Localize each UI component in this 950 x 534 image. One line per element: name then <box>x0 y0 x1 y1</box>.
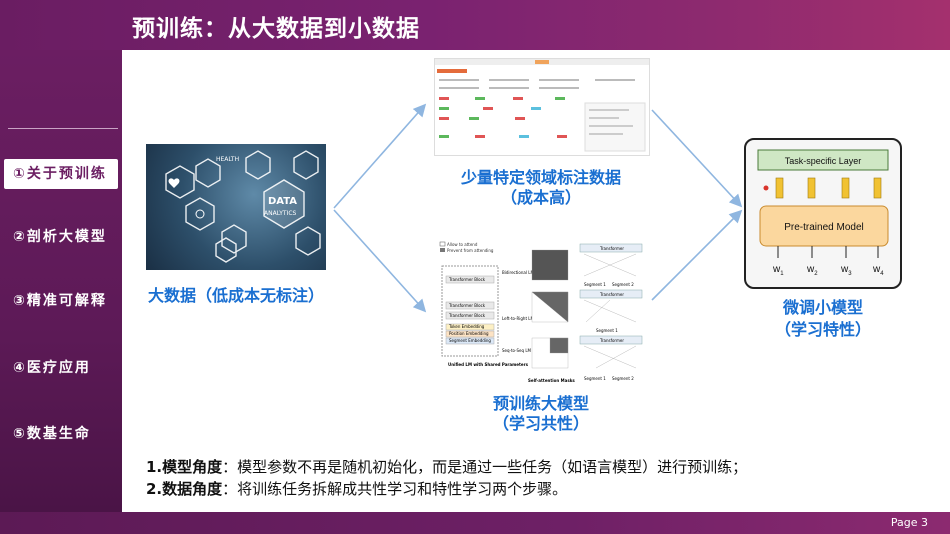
slide-content: HEALTH DATA ANALYTICS 大数据（低成本无标注） <box>122 50 950 512</box>
svg-text:Segment 2: Segment 2 <box>612 376 634 381</box>
page-number: Page 3 <box>890 516 928 529</box>
bottom-line-1: 1.模型角度：模型参数不再是随机初始化，而是通过一些任务（如语言模型）进行预训练… <box>146 456 747 477</box>
svg-text:Transformer: Transformer <box>599 246 624 251</box>
svg-text:Allow to attend: Allow to attend <box>447 242 478 247</box>
svg-text:w2: w2 <box>806 264 818 277</box>
people-icon <box>195 209 205 219</box>
svg-text:Token Embedding: Token Embedding <box>448 324 485 329</box>
finetune-caption-line2: （学习特性） <box>774 320 871 339</box>
pretrained-model-block <box>759 205 889 247</box>
svg-text:Transformer: Transformer <box>599 292 624 297</box>
svg-text:Unified LM with Shared Paramet: Unified LM with Shared Parameters <box>448 362 529 367</box>
svg-text:w1: w1 <box>772 264 784 277</box>
pretrain-diagram: Allow to attend Prevent from attending T… <box>436 240 648 386</box>
svg-text:Task-specific Layer: Task-specific Layer <box>785 156 862 166</box>
big-data-image: HEALTH DATA ANALYTICS <box>146 144 326 270</box>
slide-footer: Page 3 <box>0 512 950 534</box>
hex-label-health: HEALTH <box>216 156 239 163</box>
svg-text:w4: w4 <box>872 264 884 277</box>
nav-item-pretraining[interactable]: ①关于预训练 <box>4 159 118 189</box>
svg-text:Transformer: Transformer <box>599 338 624 343</box>
svg-text:Pre-trained Model: Pre-trained Model <box>784 222 863 233</box>
task-specific-layer <box>757 149 889 171</box>
svg-text:Segment 1: Segment 1 <box>584 282 606 287</box>
svg-text:Segment 2: Segment 2 <box>612 282 634 287</box>
arrow-pretrain-to-finetune <box>651 209 743 301</box>
bottom-line-2: 2.数据角度：将训练任务拆解成共性学习和特性学习两个步骤。 <box>146 478 567 499</box>
slide-header: 预训练：从大数据到小数据 <box>0 0 950 50</box>
big-data-caption: 大数据（低成本无标注） <box>147 286 324 305</box>
svg-text:Position Embedding: Position Embedding <box>449 331 489 336</box>
svg-text:Segment Embedding: Segment Embedding <box>449 338 491 343</box>
svg-text:Transformer Block: Transformer Block <box>448 313 486 318</box>
sidebar-nav: ①关于预训练 ②剖析大模型 ③精准可解释 ④医疗应用 ⑤数基生命 <box>0 50 122 512</box>
arrow-bigdata-to-pretrain <box>333 209 427 313</box>
flow-arrows <box>333 103 743 313</box>
svg-text:Seq-to-Seq LM: Seq-to-Seq LM <box>502 348 532 353</box>
svg-text:Transformer Block: Transformer Block <box>448 277 486 282</box>
pretrain-caption-line1: 预训练大模型 <box>492 394 589 413</box>
nav-item-life[interactable]: ⑤数基生命 <box>13 426 91 442</box>
bottom-line-2-bold: 2.数据角度 <box>146 480 223 498</box>
finetune-caption-line1: 微调小模型 <box>782 298 863 317</box>
svg-text:Prevent from attending: Prevent from attending <box>447 248 494 253</box>
svg-text:Bidirectional LM: Bidirectional LM <box>502 270 534 275</box>
pretrain-caption-line2: （学习共性） <box>492 414 589 433</box>
svg-text:Segment 1: Segment 1 <box>596 328 618 333</box>
svg-text:w3: w3 <box>840 264 852 277</box>
hex-label-data: DATA <box>268 196 297 207</box>
slide-title: 预训练：从大数据到小数据 <box>132 16 420 42</box>
labeled-data-screenshot <box>434 58 650 156</box>
bottom-line-2-text: ：将训练任务拆解成共性学习和特性学习两个步骤。 <box>222 480 568 498</box>
svg-text:Self-attention Masks: Self-attention Masks <box>528 378 575 383</box>
finetune-model-diagram: Task-specific Layer Pre-trained Model w1… <box>744 138 902 289</box>
arrow-bigdata-to-labeled <box>333 103 427 209</box>
svg-text:Segment 1: Segment 1 <box>584 376 606 381</box>
arrow-labeled-to-finetune <box>651 109 743 208</box>
labeled-data-caption-line1: 少量特定领域标注数据 <box>460 168 621 187</box>
hex-label-analytics: ANALYTICS <box>264 210 297 217</box>
nav-item-large-model[interactable]: ②剖析大模型 <box>13 229 107 245</box>
nav-item-medical[interactable]: ④医疗应用 <box>13 360 91 376</box>
sidebar-divider <box>8 128 118 129</box>
labeled-data-caption-line2: （成本高） <box>500 188 581 207</box>
bottom-line-1-bold: 1.模型角度 <box>146 458 223 476</box>
bottom-line-1-text: ：模型参数不再是随机初始化，而是通过一些任务（如语言模型）进行预训练； <box>222 458 748 476</box>
svg-text:Left-to-Right LM: Left-to-Right LM <box>502 316 535 321</box>
nav-item-interpretability[interactable]: ③精准可解释 <box>13 293 107 309</box>
svg-text:Transformer Block: Transformer Block <box>448 303 486 308</box>
heart-icon <box>168 178 180 188</box>
focus-dot <box>763 185 769 191</box>
